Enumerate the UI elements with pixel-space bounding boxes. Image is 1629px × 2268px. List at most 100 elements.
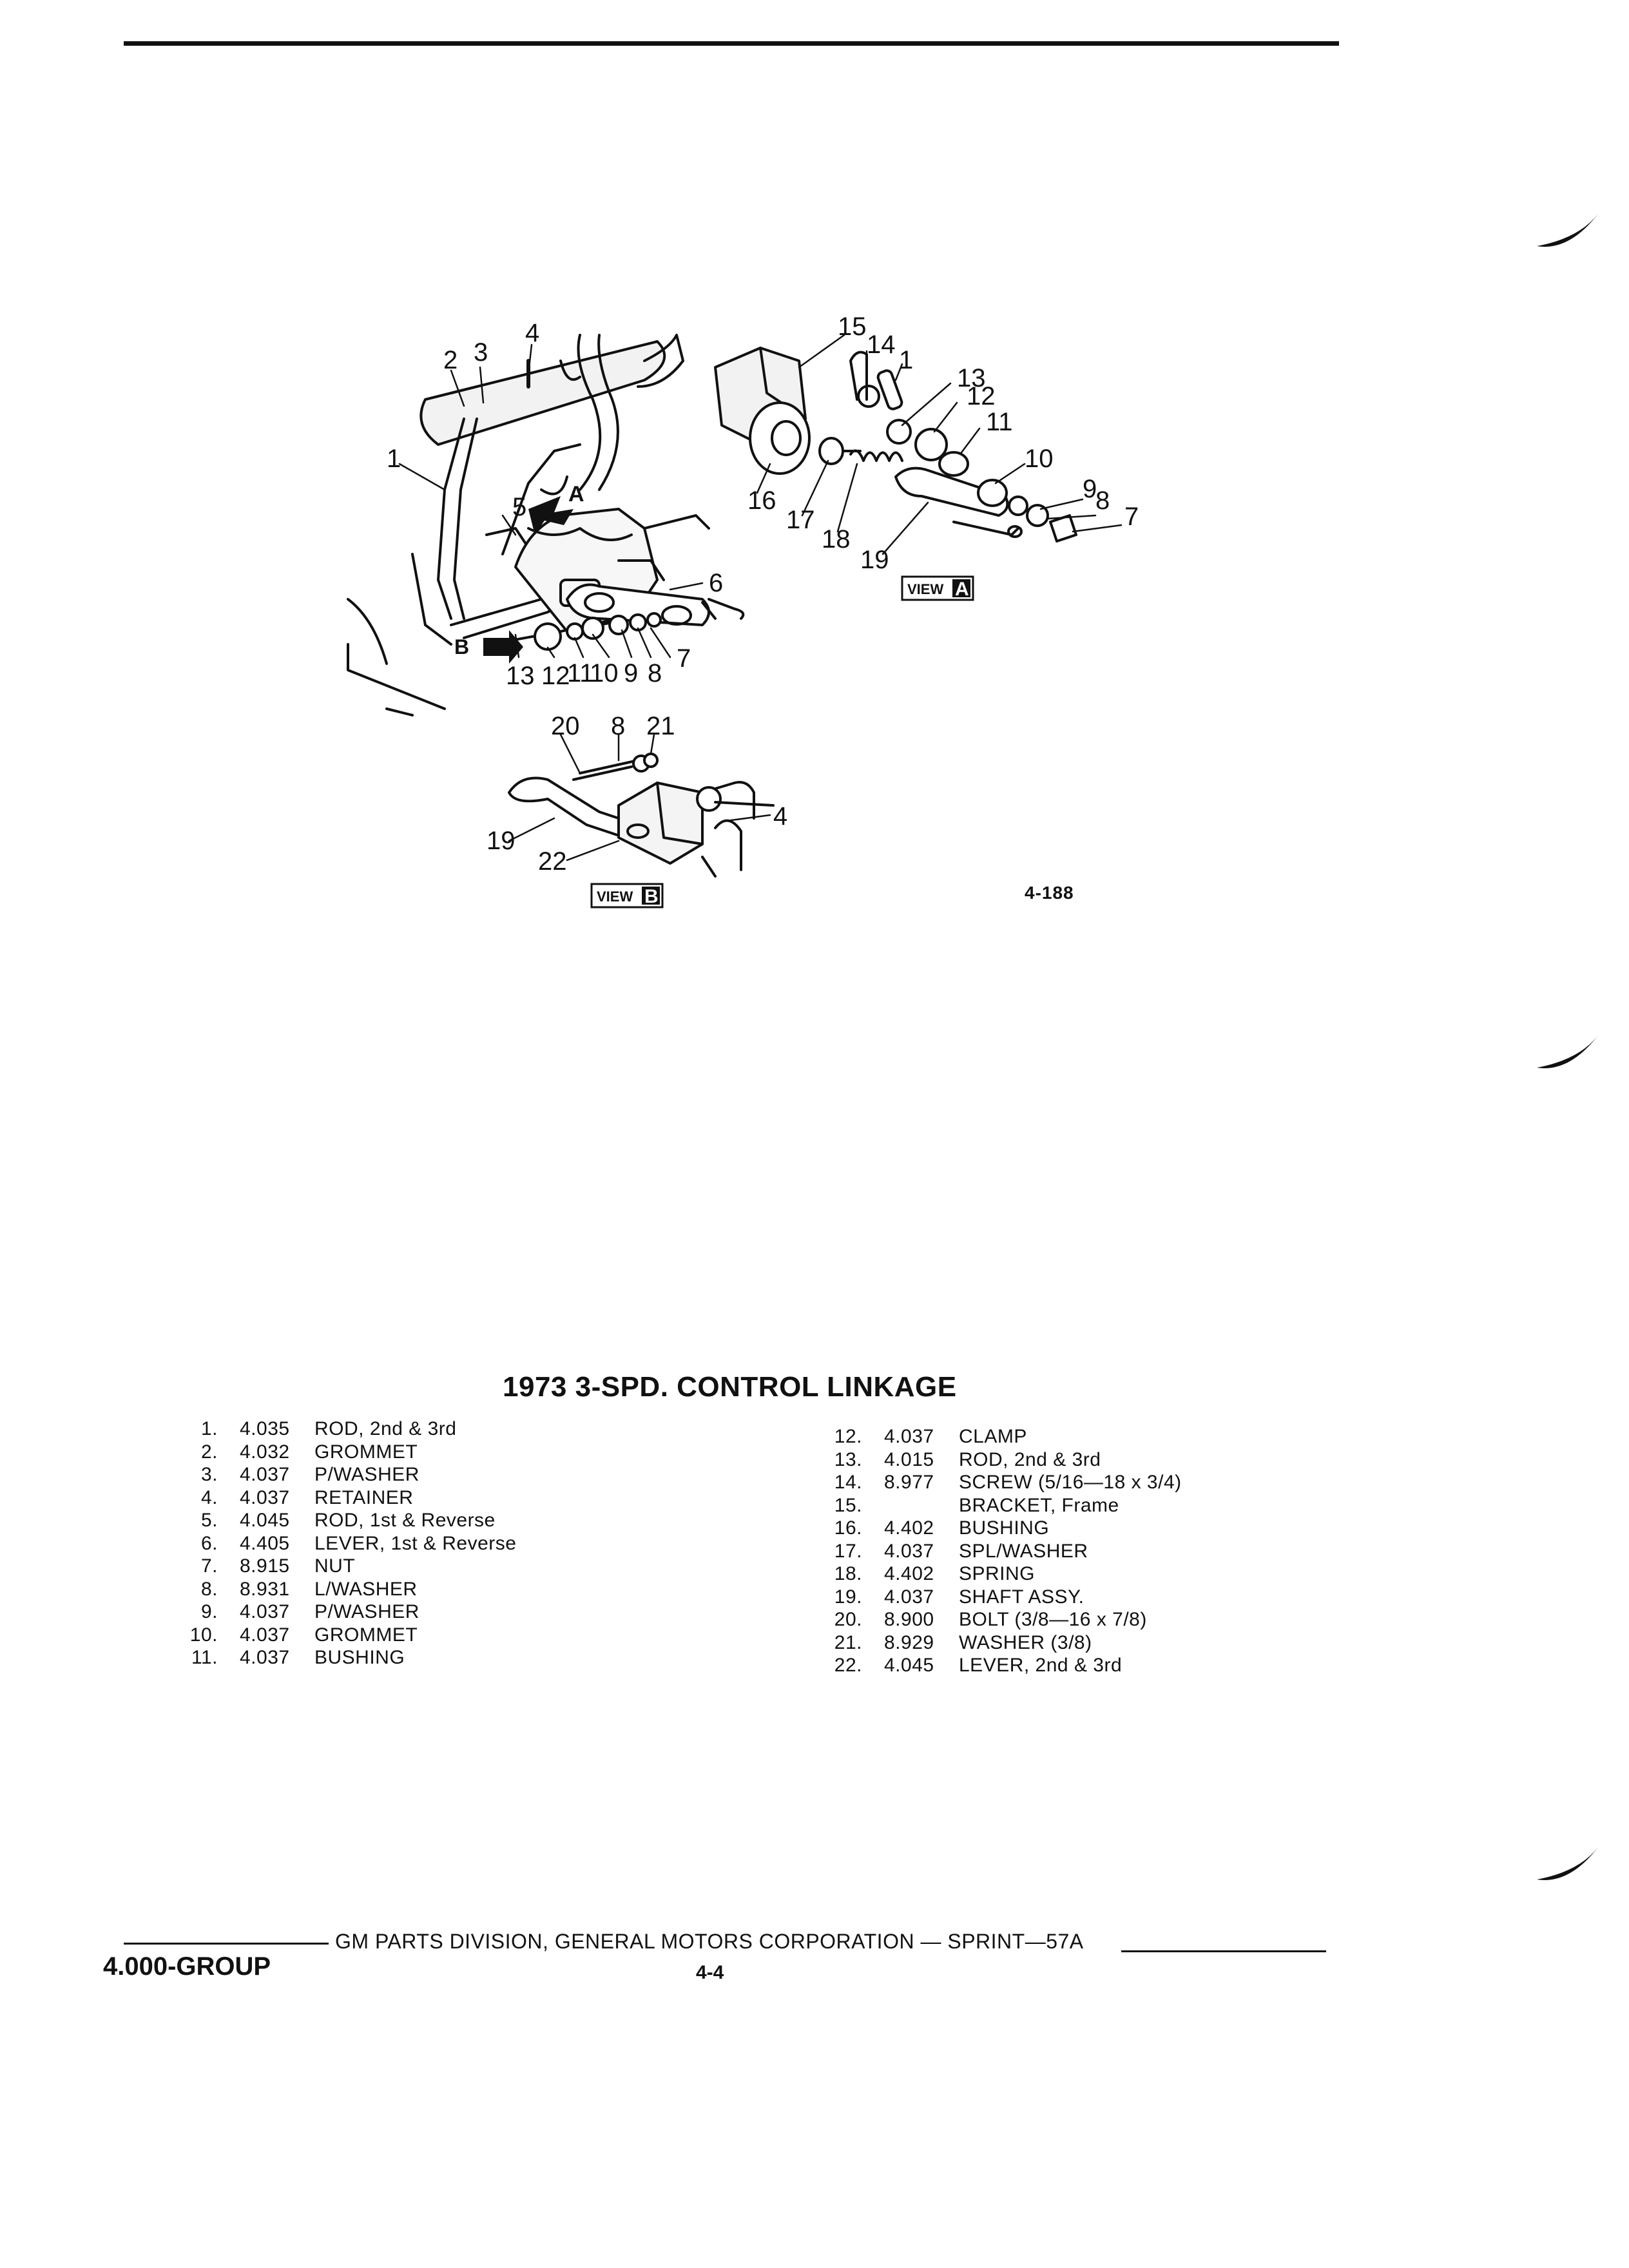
part-group-code: 4.037 — [884, 1540, 934, 1562]
part-number: 15. — [834, 1494, 862, 1516]
part-group-code: 4.035 — [240, 1418, 290, 1439]
label-main-8: 8 — [648, 659, 662, 687]
label-a-17: 17 — [786, 506, 815, 534]
part-group-code: 4.037 — [240, 1647, 290, 1668]
part-group-code: 4.037 — [884, 1586, 934, 1608]
part-description: SPL/WASHER — [959, 1540, 1088, 1562]
part-group-code: 4.015 — [884, 1448, 934, 1470]
part-number: 13. — [834, 1448, 862, 1470]
label-b-4: 4 — [773, 802, 787, 831]
part-number: 20. — [834, 1609, 862, 1630]
view-a-tag: VIEW A — [901, 575, 974, 601]
footer-division: GM PARTS DIVISION, GENERAL MOTORS CORPOR… — [335, 1930, 1084, 1953]
label-a-10: 10 — [1025, 445, 1054, 473]
part-number: 18. — [834, 1563, 862, 1584]
label-b-21: 21 — [646, 712, 675, 740]
part-group-code: 4.037 — [240, 1624, 290, 1646]
part-description: P/WASHER — [314, 1601, 419, 1622]
part-group-code: 4.037 — [884, 1426, 934, 1447]
group-label: 4.000-GROUP — [103, 1952, 271, 1981]
part-description: ROD, 1st & Reverse — [314, 1510, 496, 1531]
footer-rule-right — [1121, 1950, 1326, 1952]
view-a-leader-lines — [756, 334, 1123, 555]
view-b-tag: VIEW B — [590, 883, 664, 908]
part-description: LEVER, 2nd & 3rd — [959, 1655, 1123, 1676]
view-b-assembly — [508, 753, 775, 878]
control-linkage-diagram: 2 3 4 1 5 A 6 B 13 12 11 10 9 8 7 15 14 … — [347, 312, 1139, 908]
part-group-code: 8.900 — [884, 1609, 934, 1630]
label-main-3: 3 — [474, 338, 488, 367]
binder-mark-bottom — [1537, 1847, 1598, 1880]
part-number: 8. — [200, 1578, 218, 1600]
label-a-16: 16 — [747, 486, 776, 515]
label-b-19: 19 — [487, 827, 516, 855]
view-b-leader-lines — [508, 733, 771, 861]
part-number: 11. — [191, 1647, 218, 1668]
part-group-code: 4.037 — [240, 1486, 290, 1508]
label-a-15: 15 — [838, 312, 867, 341]
footer-rule-left — [124, 1943, 329, 1945]
part-description: BRACKET, Frame — [959, 1494, 1119, 1516]
svg-text:A: A — [955, 579, 969, 600]
part-number: 2. — [200, 1441, 218, 1463]
label-main-9: 9 — [624, 659, 638, 687]
label-main-11: 11 — [567, 659, 594, 687]
svg-text:VIEW: VIEW — [907, 581, 943, 597]
figure-number: 4-188 — [1025, 883, 1074, 903]
label-b-22: 22 — [538, 847, 567, 876]
part-number: 3. — [200, 1464, 218, 1485]
part-number: 7. — [200, 1555, 218, 1577]
label-a-9: 9 — [1083, 475, 1097, 503]
label-a-18: 18 — [822, 525, 851, 553]
part-description: BUSHING — [314, 1647, 405, 1668]
part-description: L/WASHER — [314, 1578, 418, 1600]
label-b-20: 20 — [551, 712, 580, 740]
label-main-6: 6 — [709, 569, 723, 597]
part-group-code: 4.405 — [240, 1532, 290, 1554]
view-b-arrow — [483, 630, 523, 664]
label-main-4: 4 — [525, 319, 539, 347]
part-description: SPRING — [959, 1563, 1036, 1584]
label-main-B: B — [454, 635, 469, 658]
part-description: RETAINER — [314, 1486, 414, 1508]
view-arrows — [483, 496, 574, 664]
view-a-assembly — [714, 347, 1077, 543]
binder-mark-top — [1537, 214, 1598, 247]
top-rule — [124, 41, 1339, 46]
part-number: 9. — [200, 1601, 218, 1622]
part-number: 1. — [200, 1418, 218, 1439]
label-main-13: 13 — [506, 662, 535, 690]
lever-assembly — [566, 583, 745, 626]
part-description: GROMMET — [314, 1441, 418, 1463]
part-number: 14. — [834, 1472, 862, 1493]
label-a-1: 1 — [899, 346, 913, 374]
label-a-13: 13 — [957, 364, 986, 392]
part-description: ROD, 2nd & 3rd — [959, 1448, 1101, 1470]
label-a-19: 19 — [860, 546, 889, 574]
part-number: 12. — [834, 1426, 862, 1447]
part-group-code: 4.402 — [884, 1517, 934, 1539]
part-description: CLAMP — [959, 1426, 1027, 1447]
label-main-2: 2 — [443, 346, 458, 374]
spring — [849, 449, 903, 462]
part-group-code: 8.929 — [884, 1631, 934, 1653]
svg-text:VIEW: VIEW — [597, 889, 633, 905]
part-number: 4. — [200, 1486, 218, 1508]
page-number: 4-4 — [696, 1962, 724, 1983]
part-group-code: 8.977 — [884, 1472, 934, 1493]
label-main-10: 10 — [590, 659, 619, 687]
part-description: NUT — [314, 1555, 356, 1577]
part-group-code: 8.915 — [240, 1555, 290, 1577]
label-main-1: 1 — [387, 445, 401, 473]
page-title: 1973 3-SPD. CONTROL LINKAGE — [503, 1371, 957, 1403]
part-number: 21. — [834, 1631, 862, 1653]
part-group-code: 4.045 — [240, 1510, 290, 1531]
label-b-8: 8 — [611, 712, 625, 740]
main-leader-lines — [398, 343, 704, 658]
part-number: 6. — [200, 1532, 218, 1554]
part-description: SCREW (5/16—18 x 3/4) — [959, 1472, 1182, 1493]
label-a-11: 11 — [986, 408, 1013, 436]
part-number: 5. — [200, 1510, 218, 1531]
part-number: 17. — [834, 1540, 862, 1562]
label-a-12: 12 — [967, 382, 996, 410]
